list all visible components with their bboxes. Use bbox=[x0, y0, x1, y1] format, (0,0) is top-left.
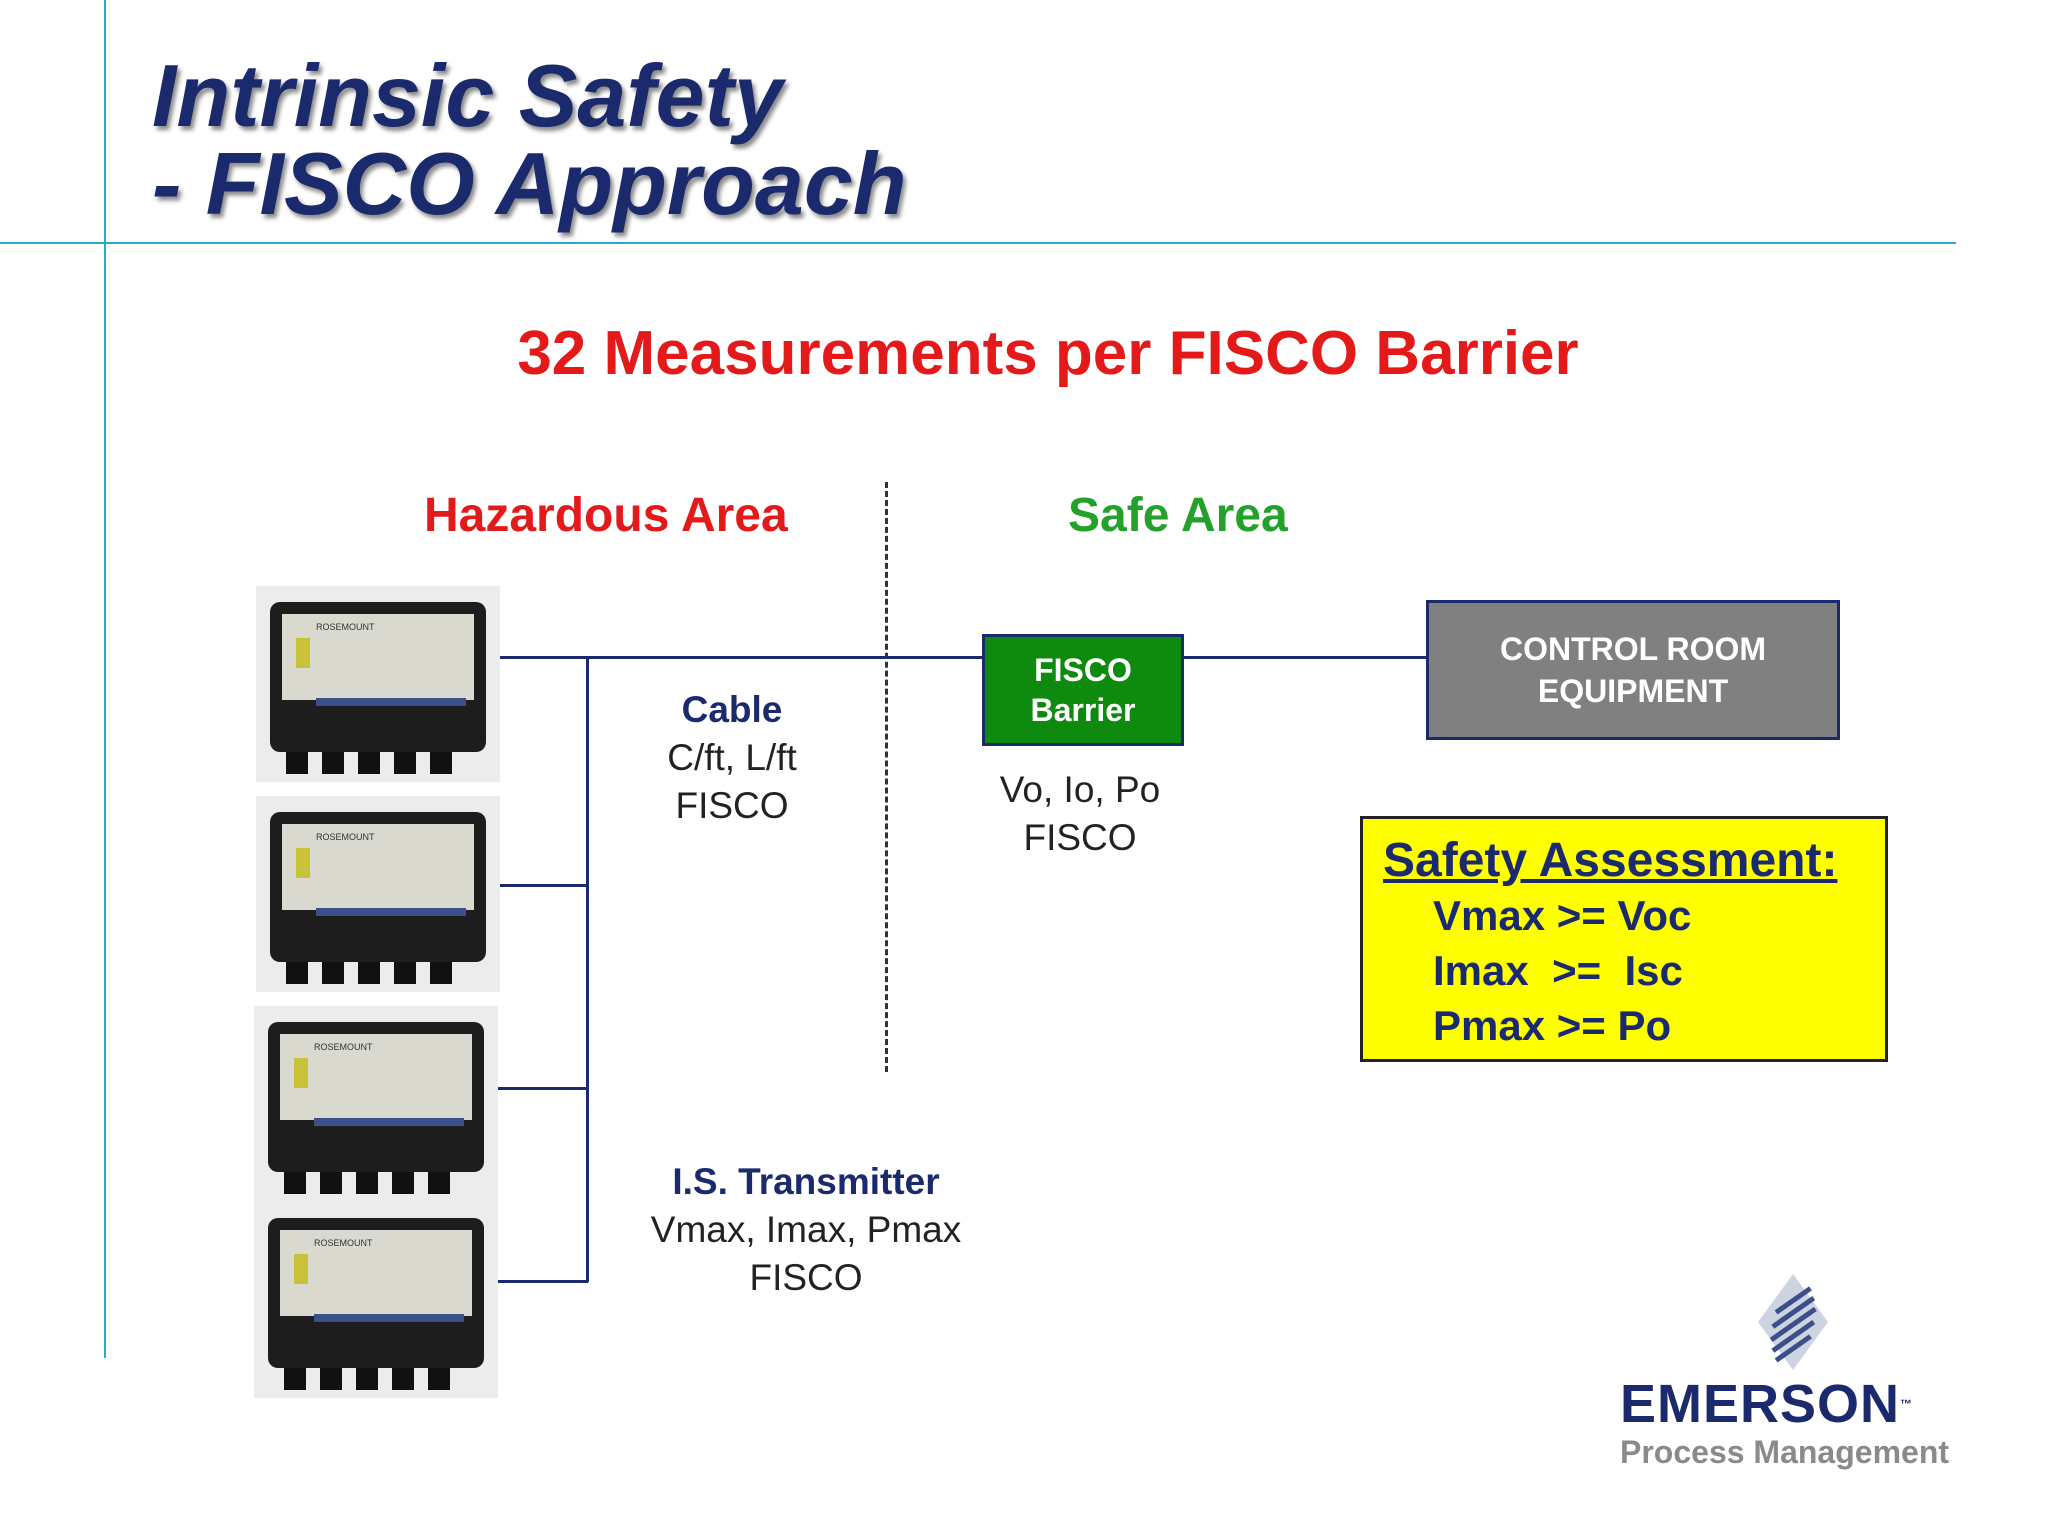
barrier-standard: FISCO bbox=[1023, 817, 1137, 858]
title-line-2: - FISCO Approach bbox=[152, 134, 907, 233]
cable-standard: FISCO bbox=[675, 785, 789, 826]
assessment-heading: Safety Assessment: bbox=[1383, 834, 1838, 887]
cable-title: Cable bbox=[681, 689, 783, 730]
trunk-vertical-wire bbox=[586, 657, 589, 1282]
transmitter-device-4: ROSEMOUNT bbox=[254, 1202, 498, 1398]
logo-tagline: Process Management bbox=[1620, 1434, 1950, 1470]
slide-title: Intrinsic Safety - FISCO Approach bbox=[152, 52, 907, 228]
vertical-accent-line bbox=[104, 0, 106, 1358]
horizontal-accent-line bbox=[0, 242, 1956, 244]
control-room-box: CONTROL ROOM EQUIPMENT bbox=[1426, 600, 1840, 740]
emerson-logo: EMERSON™ Process Management bbox=[1620, 1274, 1970, 1471]
barrier-params: Vo, Io, Po bbox=[999, 769, 1161, 810]
trunk-to-barrier-wire bbox=[500, 656, 982, 659]
assessment-line-power: Pmax >= Po bbox=[1433, 1002, 1672, 1049]
spur-wire-4 bbox=[480, 1280, 588, 1283]
barrier-caption: Vo, Io, Po FISCO bbox=[960, 766, 1200, 862]
control-room-label-2: EQUIPMENT bbox=[1537, 673, 1729, 709]
device-brand-label: ROSEMOUNT bbox=[314, 1042, 373, 1052]
device-brand-label: ROSEMOUNT bbox=[314, 1238, 373, 1248]
barrier-to-control-wire bbox=[1184, 656, 1426, 659]
transmitter-device-1: ROSEMOUNT bbox=[256, 586, 500, 782]
transmitter-standard: FISCO bbox=[749, 1257, 863, 1298]
spur-wire-3 bbox=[480, 1087, 588, 1090]
control-room-label-1: CONTROL ROOM bbox=[1499, 631, 1767, 667]
transmitter-title: I.S. Transmitter bbox=[672, 1161, 940, 1202]
title-line-1: Intrinsic Safety bbox=[152, 46, 783, 145]
safe-area-label: Safe Area bbox=[1068, 489, 1288, 542]
cable-params: C/ft, L/ft bbox=[667, 737, 797, 778]
junction-box-image: ROSEMOUNT bbox=[268, 1022, 484, 1194]
transmitter-caption: I.S. Transmitter Vmax, Imax, Pmax FISCO bbox=[626, 1158, 986, 1302]
cable-caption: Cable C/ft, L/ft FISCO bbox=[632, 686, 832, 830]
transmitter-device-3: ROSEMOUNT bbox=[254, 1006, 498, 1202]
assessment-line-current: Imax >= Isc bbox=[1433, 947, 1683, 994]
area-divider bbox=[885, 482, 888, 1072]
junction-box-image: ROSEMOUNT bbox=[268, 1218, 484, 1390]
transmitter-params: Vmax, Imax, Pmax bbox=[650, 1209, 962, 1250]
logo-name: EMERSON bbox=[1620, 1374, 1901, 1434]
emerson-mark-icon bbox=[1758, 1274, 1828, 1370]
spur-wire-2 bbox=[500, 884, 588, 887]
logo-trademark: ™ bbox=[1900, 1397, 1914, 1411]
fisco-barrier-box: FISCO Barrier bbox=[982, 634, 1184, 746]
device-brand-label: ROSEMOUNT bbox=[316, 832, 375, 842]
assessment-line-voltage: Vmax >= Voc bbox=[1433, 892, 1692, 939]
junction-box-image: ROSEMOUNT bbox=[270, 812, 486, 984]
safety-assessment-box: Safety Assessment: Vmax >= Voc Imax >= I… bbox=[1360, 816, 1888, 1062]
hazardous-area-label: Hazardous Area bbox=[424, 489, 788, 542]
barrier-label-2: Barrier bbox=[1030, 692, 1136, 728]
barrier-label-1: FISCO bbox=[1034, 652, 1132, 688]
transmitter-device-2: ROSEMOUNT bbox=[256, 796, 500, 992]
junction-box-image: ROSEMOUNT bbox=[270, 602, 486, 774]
slide-subtitle: 32 Measurements per FISCO Barrier bbox=[517, 319, 1579, 388]
device-brand-label: ROSEMOUNT bbox=[316, 622, 375, 632]
